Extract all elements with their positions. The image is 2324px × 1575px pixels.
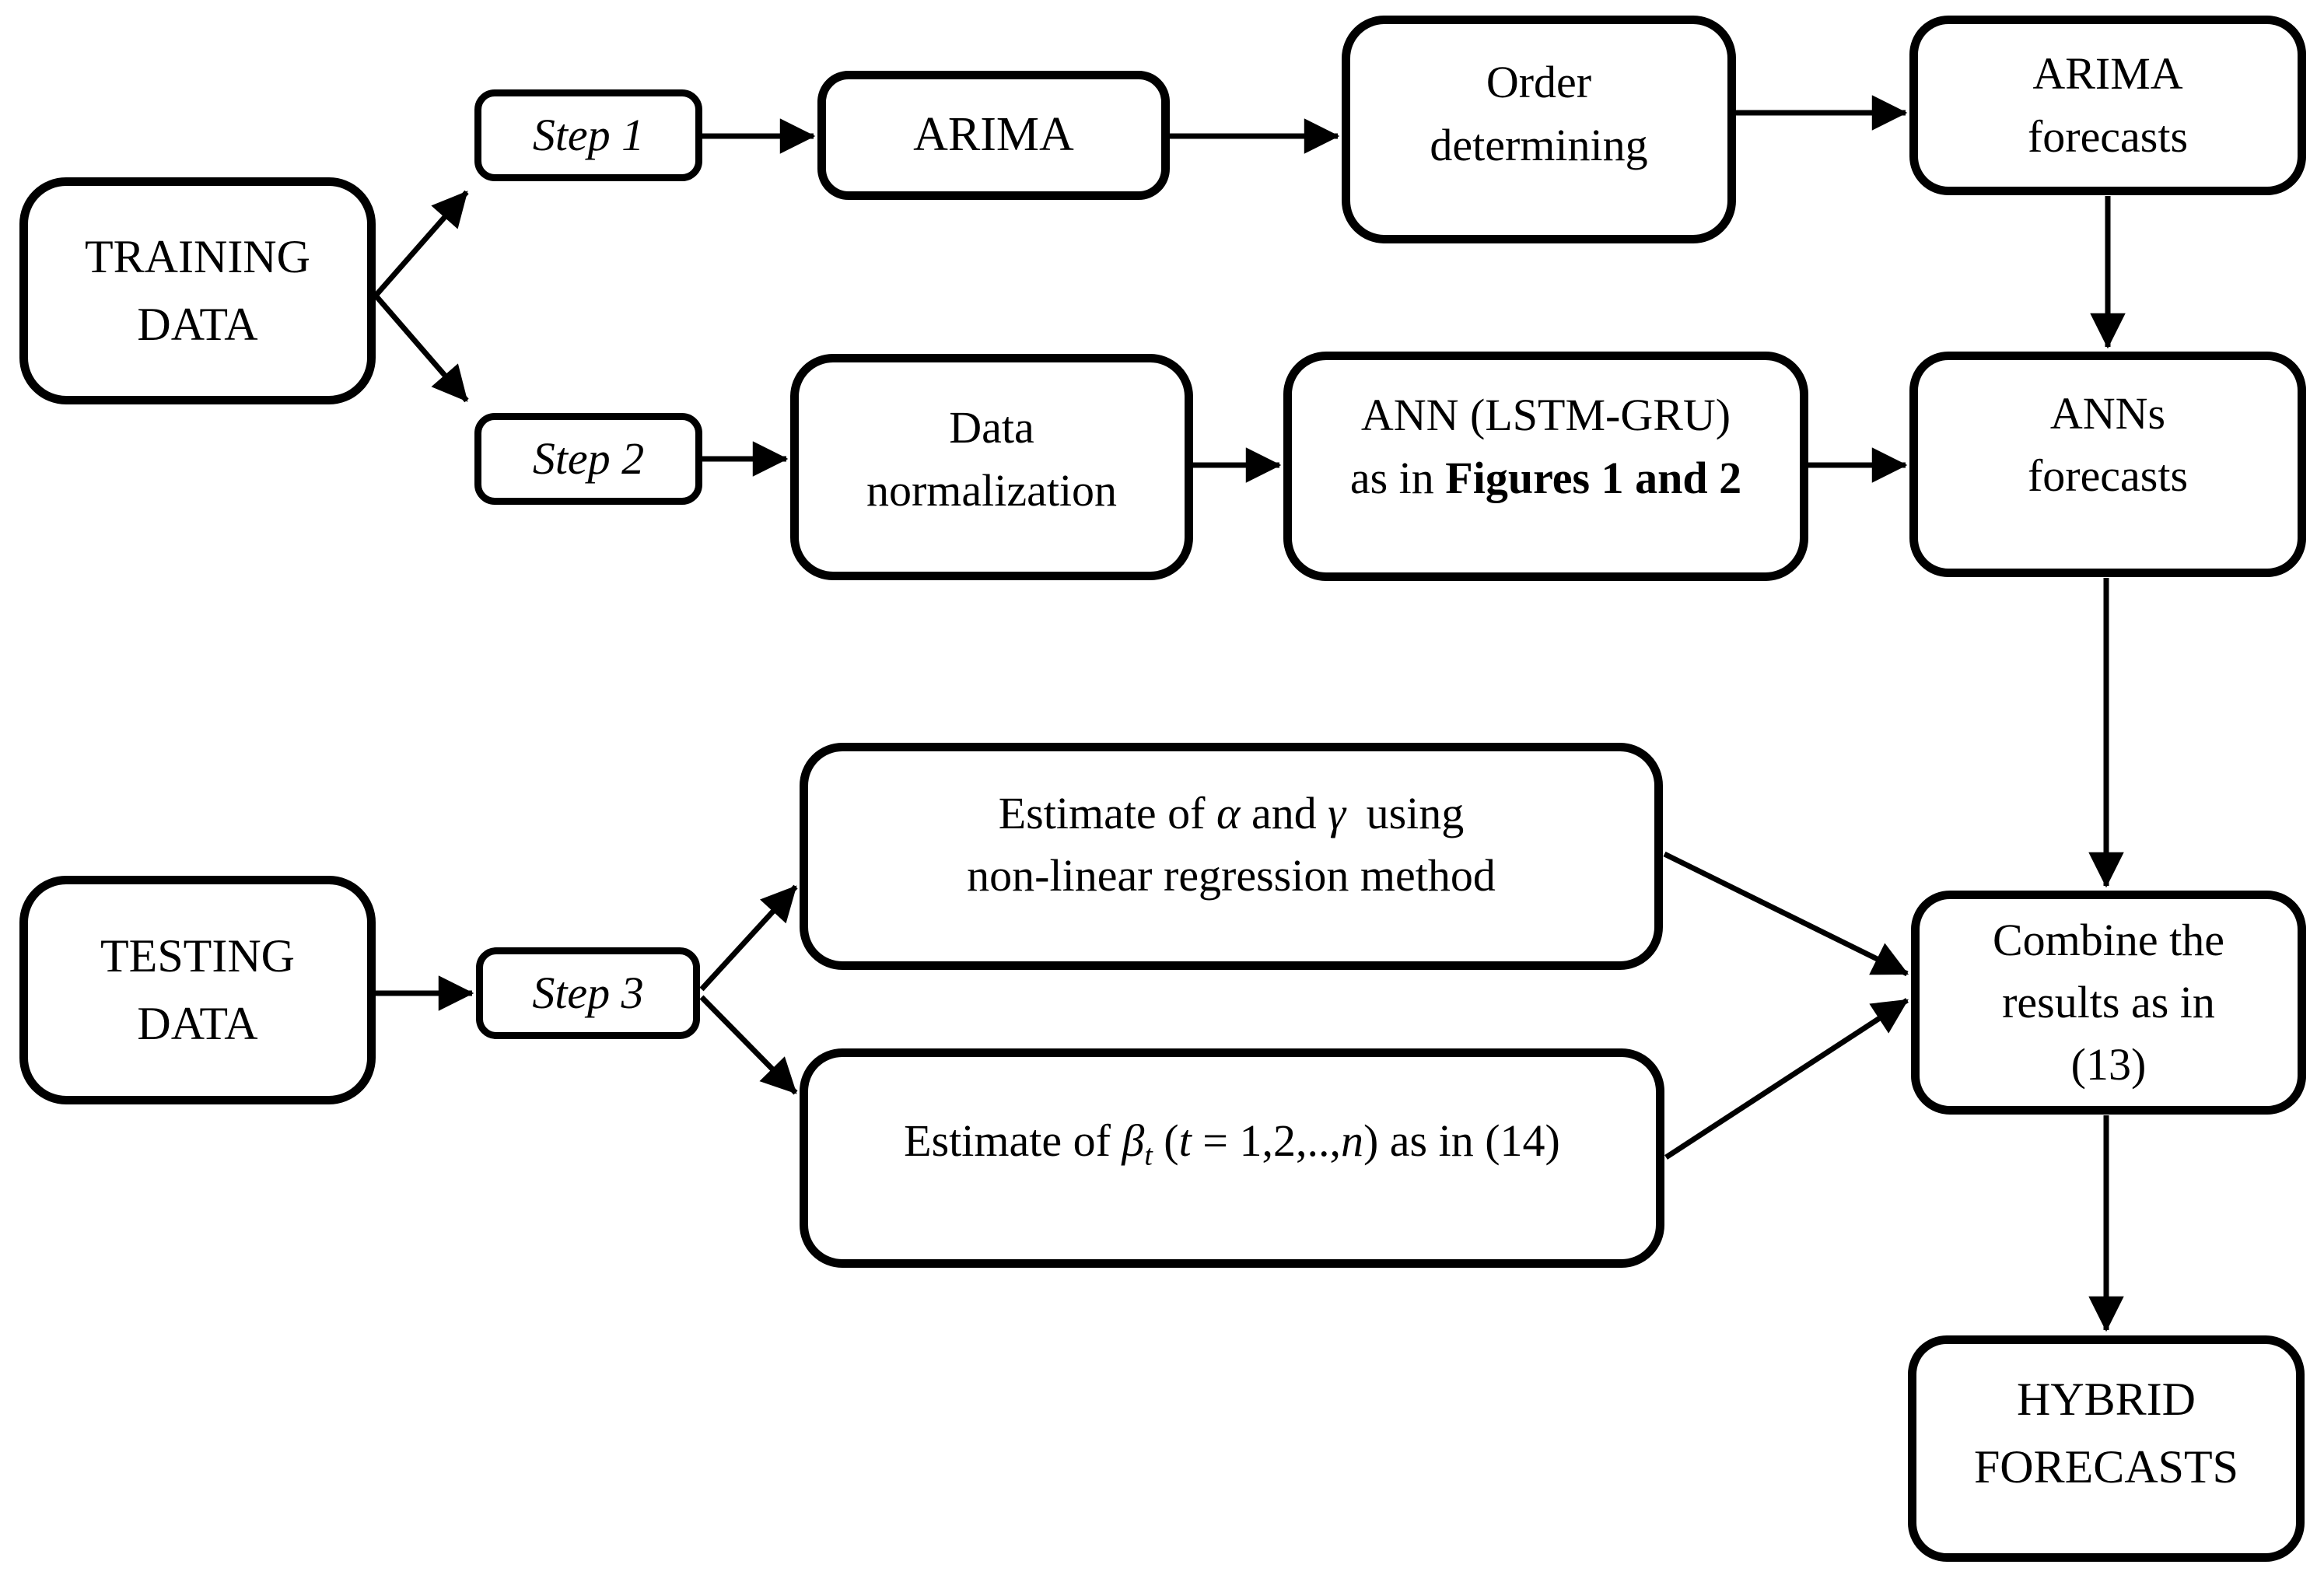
anns-forecasts-line2: forecasts (2027, 450, 2189, 501)
ann-figures-reference: Figures 1 and 2 (1445, 452, 1742, 503)
box-order-determining: Order determining (1342, 16, 1736, 243)
box-hybrid-forecasts: HYBRID FORECASTS (1908, 1335, 2305, 1562)
training-data-line2: DATA (137, 299, 258, 350)
box-step-1: Step 1 (474, 89, 702, 181)
box-testing-data: TESTING DATA (19, 876, 376, 1104)
beta-subscript-t: t (1144, 1139, 1153, 1172)
hybrid-forecasts-line2: FORECASTS (1973, 1440, 2239, 1493)
estimate-alpha-gamma-line1: Estimate of α and γ using (999, 782, 1465, 845)
alpha-symbol: α (1216, 787, 1241, 838)
order-determining-line1: Order (1486, 57, 1592, 108)
box-anns-forecasts: ANNs forecasts (1909, 352, 2306, 577)
combine-line3: (13) (2070, 1039, 2147, 1090)
text-fragment: Estimate of (998, 787, 1216, 838)
box-step-3: Step 3 (476, 947, 700, 1039)
ann-line2: as in Figures 1 and 2 (1350, 447, 1741, 509)
training-data-line1: TRAINING (85, 231, 310, 282)
gamma-symbol: γ (1328, 787, 1346, 838)
data-normalization-line2: normalization (866, 464, 1118, 516)
box-arima: ARIMA (817, 71, 1170, 200)
text-fragment: ) as in (14) (1363, 1115, 1560, 1166)
estimate-alpha-gamma-line2: non-linear regression method (967, 850, 1496, 901)
text-fragment: Estimate of (904, 1115, 1122, 1166)
arrow-step3-to-estimate-beta (699, 995, 798, 1095)
text-fragment: ( (1152, 1115, 1179, 1166)
arrow-estimate-beta-to-combine (1664, 998, 1909, 1160)
anns-forecasts-line1: ANNs (2049, 387, 2166, 439)
text-fragment: as in (1349, 452, 1446, 503)
data-normalization-line1: Data (949, 402, 1034, 453)
combine-line1: Combine the (1992, 914, 2224, 965)
ann-line1: ANN (LSTM-GRU) (1360, 390, 1731, 441)
arima-label: ARIMA (913, 108, 1074, 162)
n-variable: n (1340, 1115, 1363, 1166)
order-determining-line2: determining (1430, 119, 1648, 170)
arima-forecasts-line2: forecasts (2027, 110, 2189, 162)
text-fragment: and (1240, 787, 1328, 838)
box-data-normalization: Data normalization (790, 354, 1193, 580)
box-combine-results: Combine the results as in (13) (1911, 891, 2306, 1115)
testing-data-line2: DATA (137, 998, 258, 1049)
step-3-label: Step 3 (532, 967, 644, 1018)
hybrid-forecasts-line1: HYBRID (2016, 1373, 2196, 1425)
arrow-estimate-alpha-to-combine (1663, 851, 1909, 977)
box-estimate-beta: Estimate of βt (t = 1,2,..,n) as in (14) (800, 1048, 1664, 1268)
arrow-training-to-step2 (373, 293, 469, 403)
t-variable: t (1178, 1115, 1192, 1166)
box-step-2: Step 2 (474, 413, 702, 505)
beta-symbol: β (1122, 1115, 1145, 1166)
text-fragment: = 1,2,.., (1191, 1115, 1341, 1166)
combine-line2: results as in (2002, 976, 2215, 1027)
testing-data-line1: TESTING (100, 930, 295, 982)
arima-forecasts-line1: ARIMA (2032, 48, 2183, 100)
step-1-label: Step 1 (532, 109, 645, 160)
box-ann-lstm-gru: ANN (LSTM-GRU) as in Figures 1 and 2 (1283, 352, 1808, 581)
box-arima-forecasts: ARIMA forecasts (1909, 16, 2306, 195)
arrow-step3-to-estimate-alpha (699, 884, 798, 992)
estimate-beta-label: Estimate of βt (t = 1,2,..,n) as in (14) (904, 1110, 1560, 1175)
box-training-data: TRAINING DATA (19, 177, 376, 404)
arrow-training-to-step1 (373, 190, 469, 298)
box-estimate-alpha-gamma: Estimate of α and γ using non-linear reg… (800, 743, 1663, 970)
step-2-label: Step 2 (532, 432, 645, 484)
text-fragment: using (1355, 787, 1465, 838)
